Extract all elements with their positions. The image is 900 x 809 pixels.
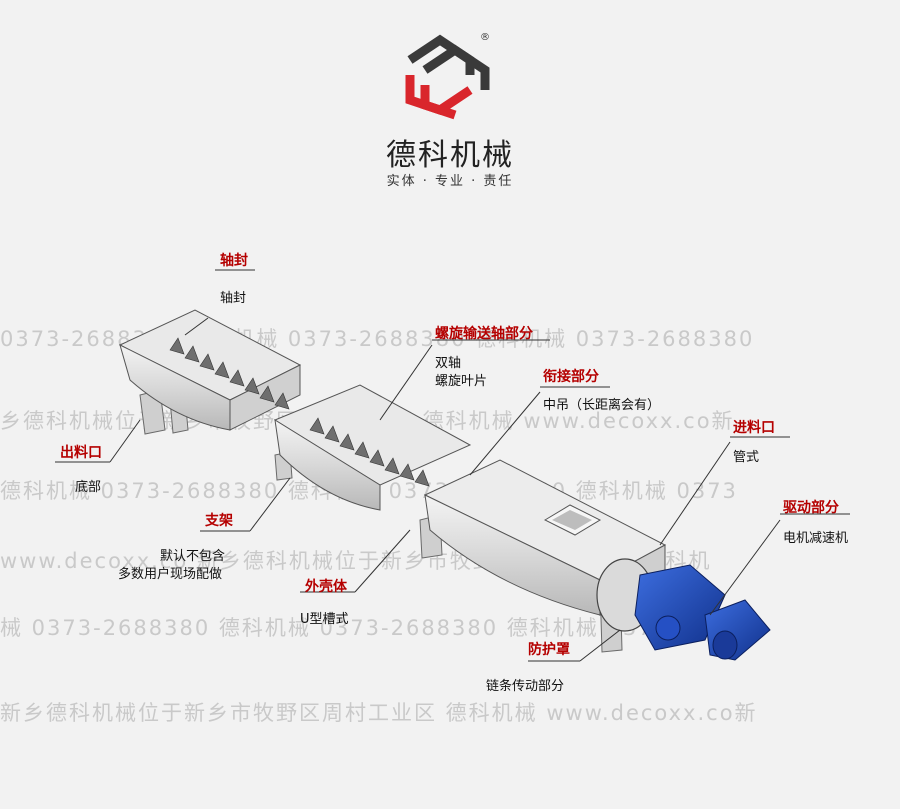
callout-support-title: 支架 [205, 513, 233, 529]
trough-section-2 [273, 384, 472, 511]
callout-drive-line: 电机减速机 [783, 531, 849, 546]
brand-logo-icon [405, 34, 490, 120]
watermark-row: 新乡德科机械位于新乡市牧野区周村工业区 德科机械 www.decoxx.co新 [0, 701, 758, 725]
callout-shaft-seal-title: 轴封 [220, 253, 248, 269]
callout-drive-title: 驱动部分 [783, 500, 839, 516]
callout-inlet-title: 进料口 [733, 420, 775, 436]
screw-flights [169, 337, 430, 487]
callout-support-line: 多数用户现场配做 [118, 567, 223, 582]
callout-shaft-seal-line: 轴封 [220, 291, 247, 306]
callout-support-line: 默认不包含 [160, 549, 226, 564]
brand-slogan: 实体 · 专业 · 责任 [386, 174, 514, 189]
callout-shell-line: U型槽式 [300, 612, 349, 627]
registered-mark: ® [480, 32, 490, 43]
leader-lines [55, 269, 850, 662]
callout-screw-shaft-title: 螺旋输送轴部分 [435, 326, 533, 342]
callout-inlet-line: 管式 [733, 450, 760, 465]
gear-reducer [634, 564, 726, 651]
callout-screw-shaft-line: 双轴 [435, 356, 462, 371]
motor [704, 599, 771, 661]
callout-outlet-title: 出料口 [60, 445, 102, 461]
callout-joint-line: 中吊（长距离会有） [543, 398, 661, 413]
callout-guard-line: 链条传动部分 [486, 679, 565, 694]
callout-shell-title: 外壳体 [305, 579, 347, 595]
callout-guard-title: 防护罩 [528, 642, 570, 658]
callout-outlet-line: 底部 [75, 480, 102, 495]
inlet-port [543, 504, 602, 536]
callout-joint-title: 衔接部分 [543, 369, 599, 385]
brand-name: 德科机械 [386, 138, 514, 173]
callout-screw-shaft-line: 螺旋叶片 [435, 374, 488, 389]
